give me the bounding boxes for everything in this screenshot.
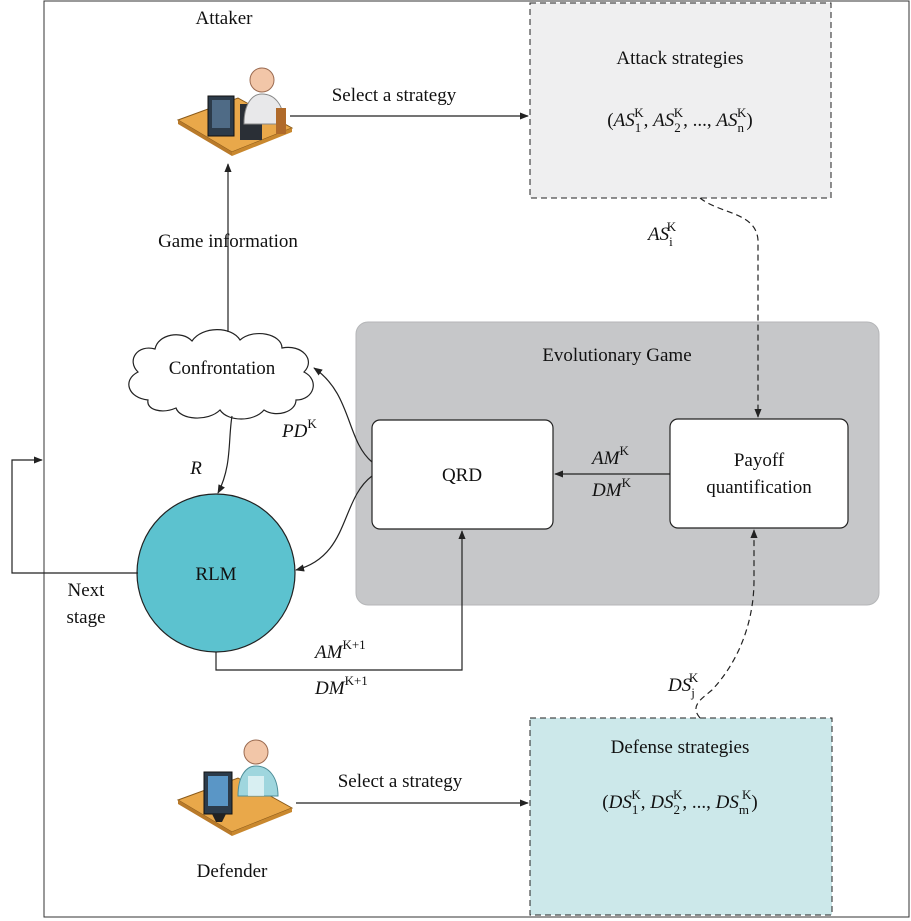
- dm-k-label: DMK: [591, 475, 632, 501]
- am-k1-label: AMK+1: [313, 637, 366, 663]
- qrd-to-rlm-arrow: [295, 475, 373, 572]
- qrd-label: QRD: [442, 465, 482, 486]
- evolutionary-game-region: [355, 321, 880, 606]
- confrontation-cloud: [128, 329, 314, 420]
- pd-k-label: PDK: [281, 416, 317, 442]
- evolutionary-game-title: Evolutionary Game: [542, 345, 691, 366]
- outer-frame: [43, 0, 910, 918]
- r-label: R: [189, 458, 202, 479]
- defender-label: Defender: [197, 861, 268, 882]
- next-stage-label-line2: stage: [66, 607, 105, 628]
- attack-strategy-dashed-arrow: [699, 197, 762, 418]
- defender-workstation-icon: [176, 739, 294, 836]
- attacker-label: Attaker: [196, 8, 254, 29]
- payoff-label-line1: Payoff: [734, 450, 785, 471]
- defense-strategy-dashed-arrow: [695, 529, 758, 719]
- defense-strategy-set: (DS1K, DS2K, ..., DSmK): [602, 787, 757, 817]
- select-strategy-top-label: Select a strategy: [332, 85, 457, 106]
- attack-strategy-set: (AS1K, AS2K, ..., ASnK): [607, 105, 752, 135]
- am-k-label: AMK: [590, 443, 629, 469]
- dm-k1-label: DMK+1: [314, 673, 368, 699]
- payoff-label-line2: quantification: [706, 477, 812, 498]
- confrontation-to-rlm-arrow: [217, 415, 233, 494]
- qrd-box: [371, 419, 554, 530]
- attack-strategies-box: [529, 2, 832, 199]
- rlm-to-qrd-arrow: [215, 530, 466, 671]
- next-stage-arrow: [11, 456, 138, 574]
- attack-strategies-title: Attack strategies: [616, 48, 743, 69]
- attacker-workstation-icon: [176, 67, 294, 156]
- ds-j-label: DSjK: [667, 670, 699, 700]
- payoff-quantification-box: [669, 418, 849, 529]
- qrd-to-confrontation-arrow: [313, 367, 373, 463]
- confrontation-label: Confrontation: [169, 358, 276, 379]
- defense-strategies-box: [529, 717, 833, 916]
- game-information-label: Game information: [158, 231, 298, 252]
- defense-strategies-title: Defense strategies: [611, 737, 750, 758]
- next-stage-label-line1: Next: [68, 580, 106, 601]
- rlm-label: RLM: [195, 564, 236, 585]
- as-i-label: ASiK: [646, 219, 677, 249]
- select-strategy-bottom-label: Select a strategy: [338, 771, 463, 792]
